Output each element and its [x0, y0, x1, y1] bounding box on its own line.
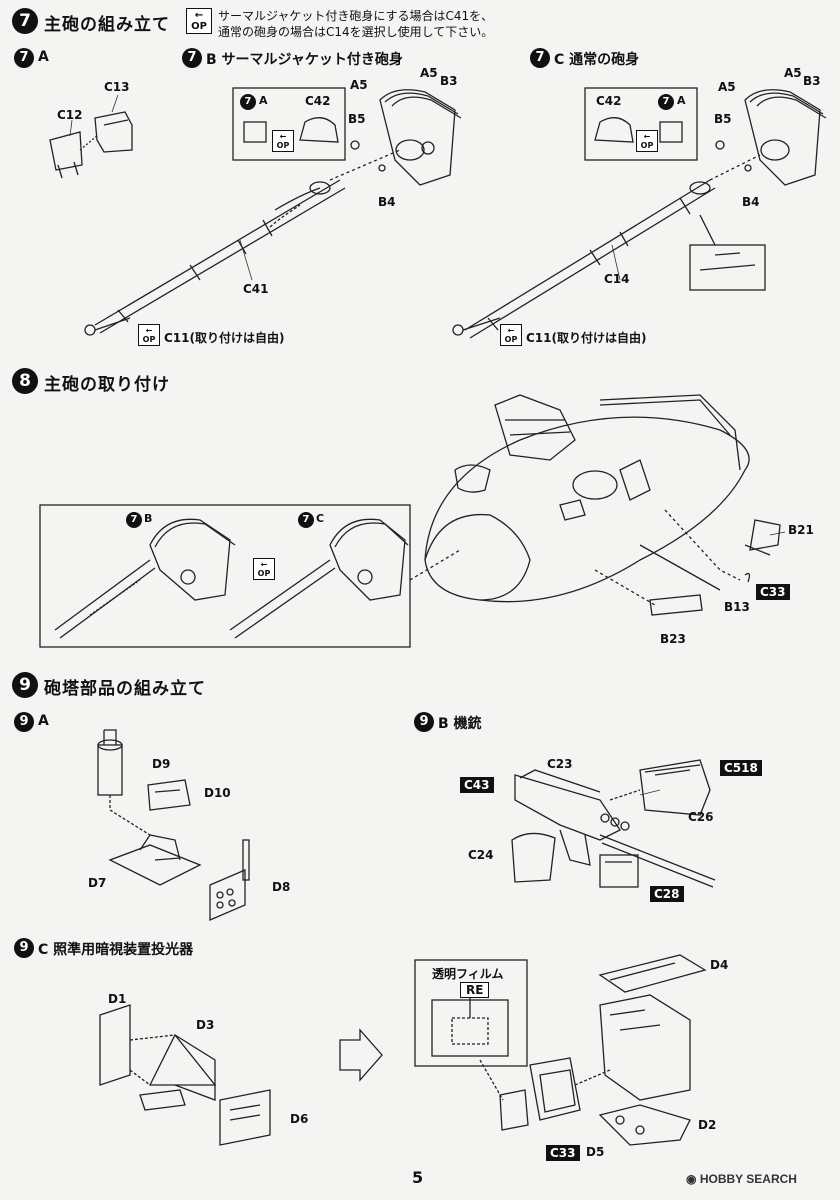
part-label: B21 [788, 523, 814, 537]
step-7-note-line2: 通常の砲身の場合はC14を選択し使用して下さい。 [218, 25, 494, 39]
part-label: A5 [350, 78, 368, 92]
c11-note: C11(取り付けは自由) [526, 331, 647, 345]
part-label: C41 [243, 282, 269, 296]
step-7a-inset-label: A [677, 94, 686, 107]
part-label: D6 [290, 1112, 309, 1126]
part-label: C12 [57, 108, 83, 122]
part-label: D7 [88, 876, 107, 890]
part-label: B4 [378, 195, 396, 209]
part-label: C24 [468, 848, 494, 862]
part-label: D2 [698, 1118, 717, 1132]
part-label: D9 [152, 757, 171, 771]
part-label: C518 [720, 760, 762, 776]
option-parts-icon: ←OP [186, 8, 212, 34]
part-label: A5 [420, 66, 438, 80]
step-7-note-line1: サーマルジャケット付き砲身にする場合はC41を、 [218, 9, 494, 23]
part-label: D10 [204, 786, 231, 800]
part-label: D3 [196, 1018, 215, 1032]
step-9-number: 9 [12, 672, 38, 698]
watermark-logo-icon: ◉ [686, 1172, 697, 1186]
step-7c-ref: 7 [298, 512, 314, 528]
step-9a-label: A [38, 713, 49, 729]
part-label: D5 [586, 1145, 605, 1159]
step-7a-label: A [38, 49, 49, 65]
part-label: D8 [272, 880, 291, 894]
step-7b-ref: 7 [182, 48, 202, 68]
part-label: B5 [714, 112, 732, 126]
step-7c-ref: 7 [530, 48, 550, 68]
step-9c-label: C 照準用暗視装置投光器 [38, 942, 194, 958]
part-label: C28 [650, 886, 684, 902]
step-8-title: 主砲の取り付け [44, 375, 170, 395]
step-7c-ref-label: C [316, 512, 325, 525]
part-label: D1 [108, 992, 127, 1006]
part-label: C13 [104, 80, 130, 94]
c11-note: C11(取り付けは自由) [164, 331, 285, 345]
step-9b-label: B 機銃 [438, 716, 482, 732]
part-label: B13 [724, 600, 750, 614]
part-label: C33 [546, 1145, 580, 1161]
part-label: B3 [803, 74, 821, 88]
step-7b-label: B サーマルジャケット付き砲身 [206, 52, 403, 68]
step-7a-inset-label: A [259, 94, 268, 107]
part-label: C43 [460, 777, 494, 793]
part-label: C42 [305, 94, 331, 108]
part-label: C26 [688, 810, 714, 824]
step-9b-ref: 9 [414, 712, 434, 732]
clear-film-code: RE [460, 982, 490, 998]
step-8-number: 8 [12, 368, 38, 394]
step-9c-ref: 9 [14, 938, 34, 958]
part-label: A5 [784, 66, 802, 80]
page-number: 5 [412, 1168, 424, 1187]
part-label: A5 [718, 80, 736, 94]
part-label: C42 [596, 94, 622, 108]
step-7a-ref: 7 [14, 48, 34, 68]
step-7a-inset-ref: 7 [658, 94, 674, 110]
option-parts-icon: ←OP [500, 324, 522, 346]
part-label: C14 [604, 272, 630, 286]
part-label: B23 [660, 632, 686, 646]
step-7-number: 7 [12, 8, 38, 34]
option-parts-icon: ←OP [138, 324, 160, 346]
part-label: C23 [547, 757, 573, 771]
option-parts-icon: ←OP [253, 558, 275, 580]
part-label: D4 [710, 958, 729, 972]
part-label: B5 [348, 112, 366, 126]
step-7a-inset-ref: 7 [240, 94, 256, 110]
step-7b-ref: 7 [126, 512, 142, 528]
part-label: B3 [440, 74, 458, 88]
step-7-title: 主砲の組み立て [44, 15, 170, 35]
option-parts-icon: ←OP [272, 130, 294, 152]
step-9-title: 砲塔部品の組み立て [44, 679, 206, 699]
option-parts-icon: ←OP [636, 130, 658, 152]
step-7c-label: C 通常の砲身 [554, 52, 640, 68]
part-label: B4 [742, 195, 760, 209]
watermark: ◉ HOBBY SEARCH [686, 1172, 797, 1186]
part-label: C33 [756, 584, 790, 600]
clear-film-title: 透明フィルム [432, 967, 504, 981]
step-7b-ref-label: B [144, 512, 153, 525]
step-9a-ref: 9 [14, 712, 34, 732]
